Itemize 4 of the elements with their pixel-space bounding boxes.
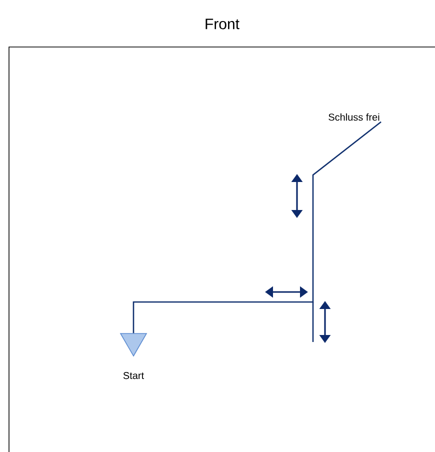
label-text: Schluss frei bbox=[328, 113, 380, 121]
wire bbox=[132, 121, 382, 334]
label-text: Start bbox=[123, 372, 144, 380]
title: Front bbox=[206, 18, 240, 30]
